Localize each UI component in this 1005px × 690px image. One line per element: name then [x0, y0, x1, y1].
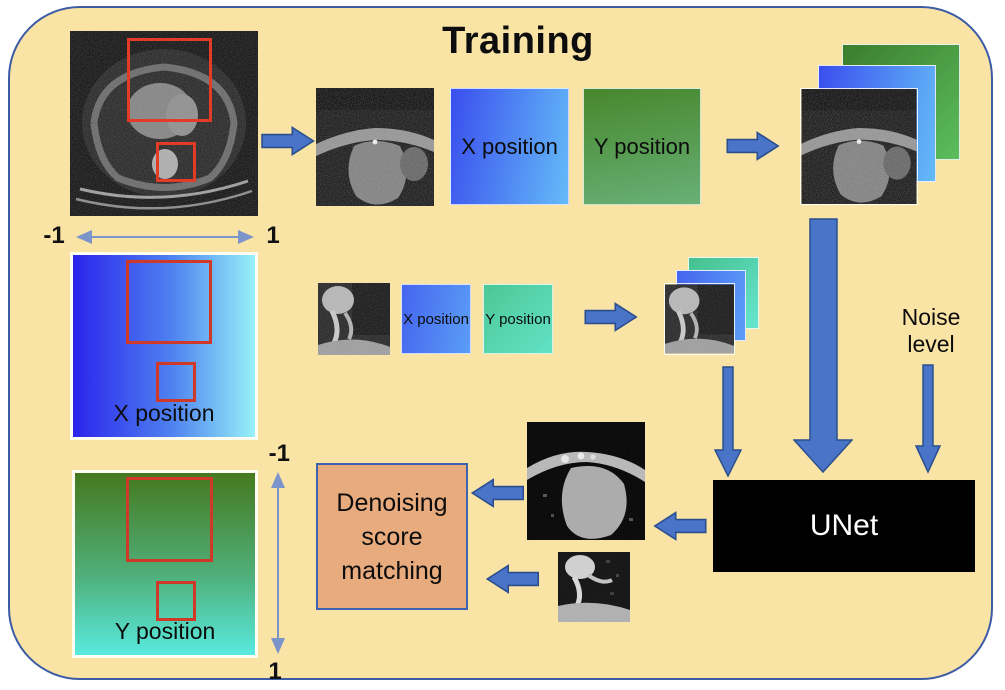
arrow-unet-to-output-icon [653, 511, 707, 541]
ct-slice-full [70, 31, 258, 216]
image-channel-layer [664, 283, 735, 355]
y-position-square-top-label: Y position [593, 133, 691, 159]
arrow-ct-to-patch-icon [261, 126, 315, 156]
y-axis-min-label: -1 [268, 440, 290, 467]
ct-slice-image [70, 31, 258, 216]
clean-spine-output [558, 552, 630, 622]
channel-stack-small [664, 257, 759, 355]
noisy-spine-patch-image [318, 283, 390, 355]
channel-stack-top [800, 44, 960, 205]
noisy-heart-stack-image [801, 89, 917, 204]
denoising-score-matching-box: Denoising score matching [316, 463, 468, 610]
x-axis-max-label: 1 [266, 222, 280, 249]
y-axis-max-label: 1 [268, 658, 282, 685]
x-position-square-top: X position [450, 88, 569, 205]
crop-annotation-spine [156, 142, 196, 182]
x-position-map: X position [70, 252, 258, 440]
x-position-square-top-label: X position [461, 133, 558, 159]
noisy-spine-stack-image [665, 284, 734, 354]
clean-heart-output [527, 422, 645, 540]
denoise-line1: Denoising [336, 488, 448, 517]
noise-level-line1: Noise [901, 304, 961, 330]
y-position-square-top: Y position [583, 88, 701, 205]
noisy-spine-patch [318, 283, 390, 355]
crop-annotation-heart [126, 260, 212, 344]
page-title: Training [442, 20, 594, 62]
noisy-heart-patch-image [316, 88, 434, 206]
y-position-map-label: Y position [114, 618, 216, 644]
arrow-small-stack-to-unet-icon [714, 366, 742, 478]
arrow-to-stack-icon [726, 131, 780, 161]
y-position-square-mid-label: Y position [485, 310, 551, 328]
x-axis-double-arrow-icon [76, 230, 254, 244]
clean-heart-output-image [527, 422, 645, 540]
arrow-noise-to-unet-icon [915, 364, 941, 474]
denoise-line2: score [361, 522, 423, 551]
denoise-line3: matching [341, 556, 443, 585]
image-channel-layer [800, 88, 918, 205]
x-position-square-mid-label: X position [403, 310, 469, 328]
unet-box: UNet [713, 480, 975, 572]
x-position-map-label: X position [113, 400, 215, 426]
unet-label: UNet [809, 509, 879, 542]
x-position-square-mid: X position [401, 284, 471, 354]
clean-spine-output-image [558, 552, 630, 622]
noise-level-line2: level [907, 331, 955, 357]
x-axis-min-label: -1 [43, 222, 65, 249]
arrow-spine-to-denoise-icon [485, 564, 540, 594]
noisy-heart-patch [316, 88, 434, 206]
crop-annotation-heart [127, 38, 212, 122]
crop-annotation-spine [156, 362, 196, 402]
arrow-to-small-stack-icon [584, 302, 638, 332]
y-position-map: Y position [72, 470, 258, 658]
y-position-square-mid: Y position [483, 284, 553, 354]
noise-level-label: Noise level [886, 304, 976, 358]
y-axis-double-arrow-icon [271, 472, 285, 654]
crop-annotation-heart [126, 477, 213, 562]
arrow-heart-to-denoise-icon [470, 478, 525, 508]
arrow-stack-to-unet-icon [793, 218, 853, 474]
crop-annotation-spine [156, 581, 196, 621]
